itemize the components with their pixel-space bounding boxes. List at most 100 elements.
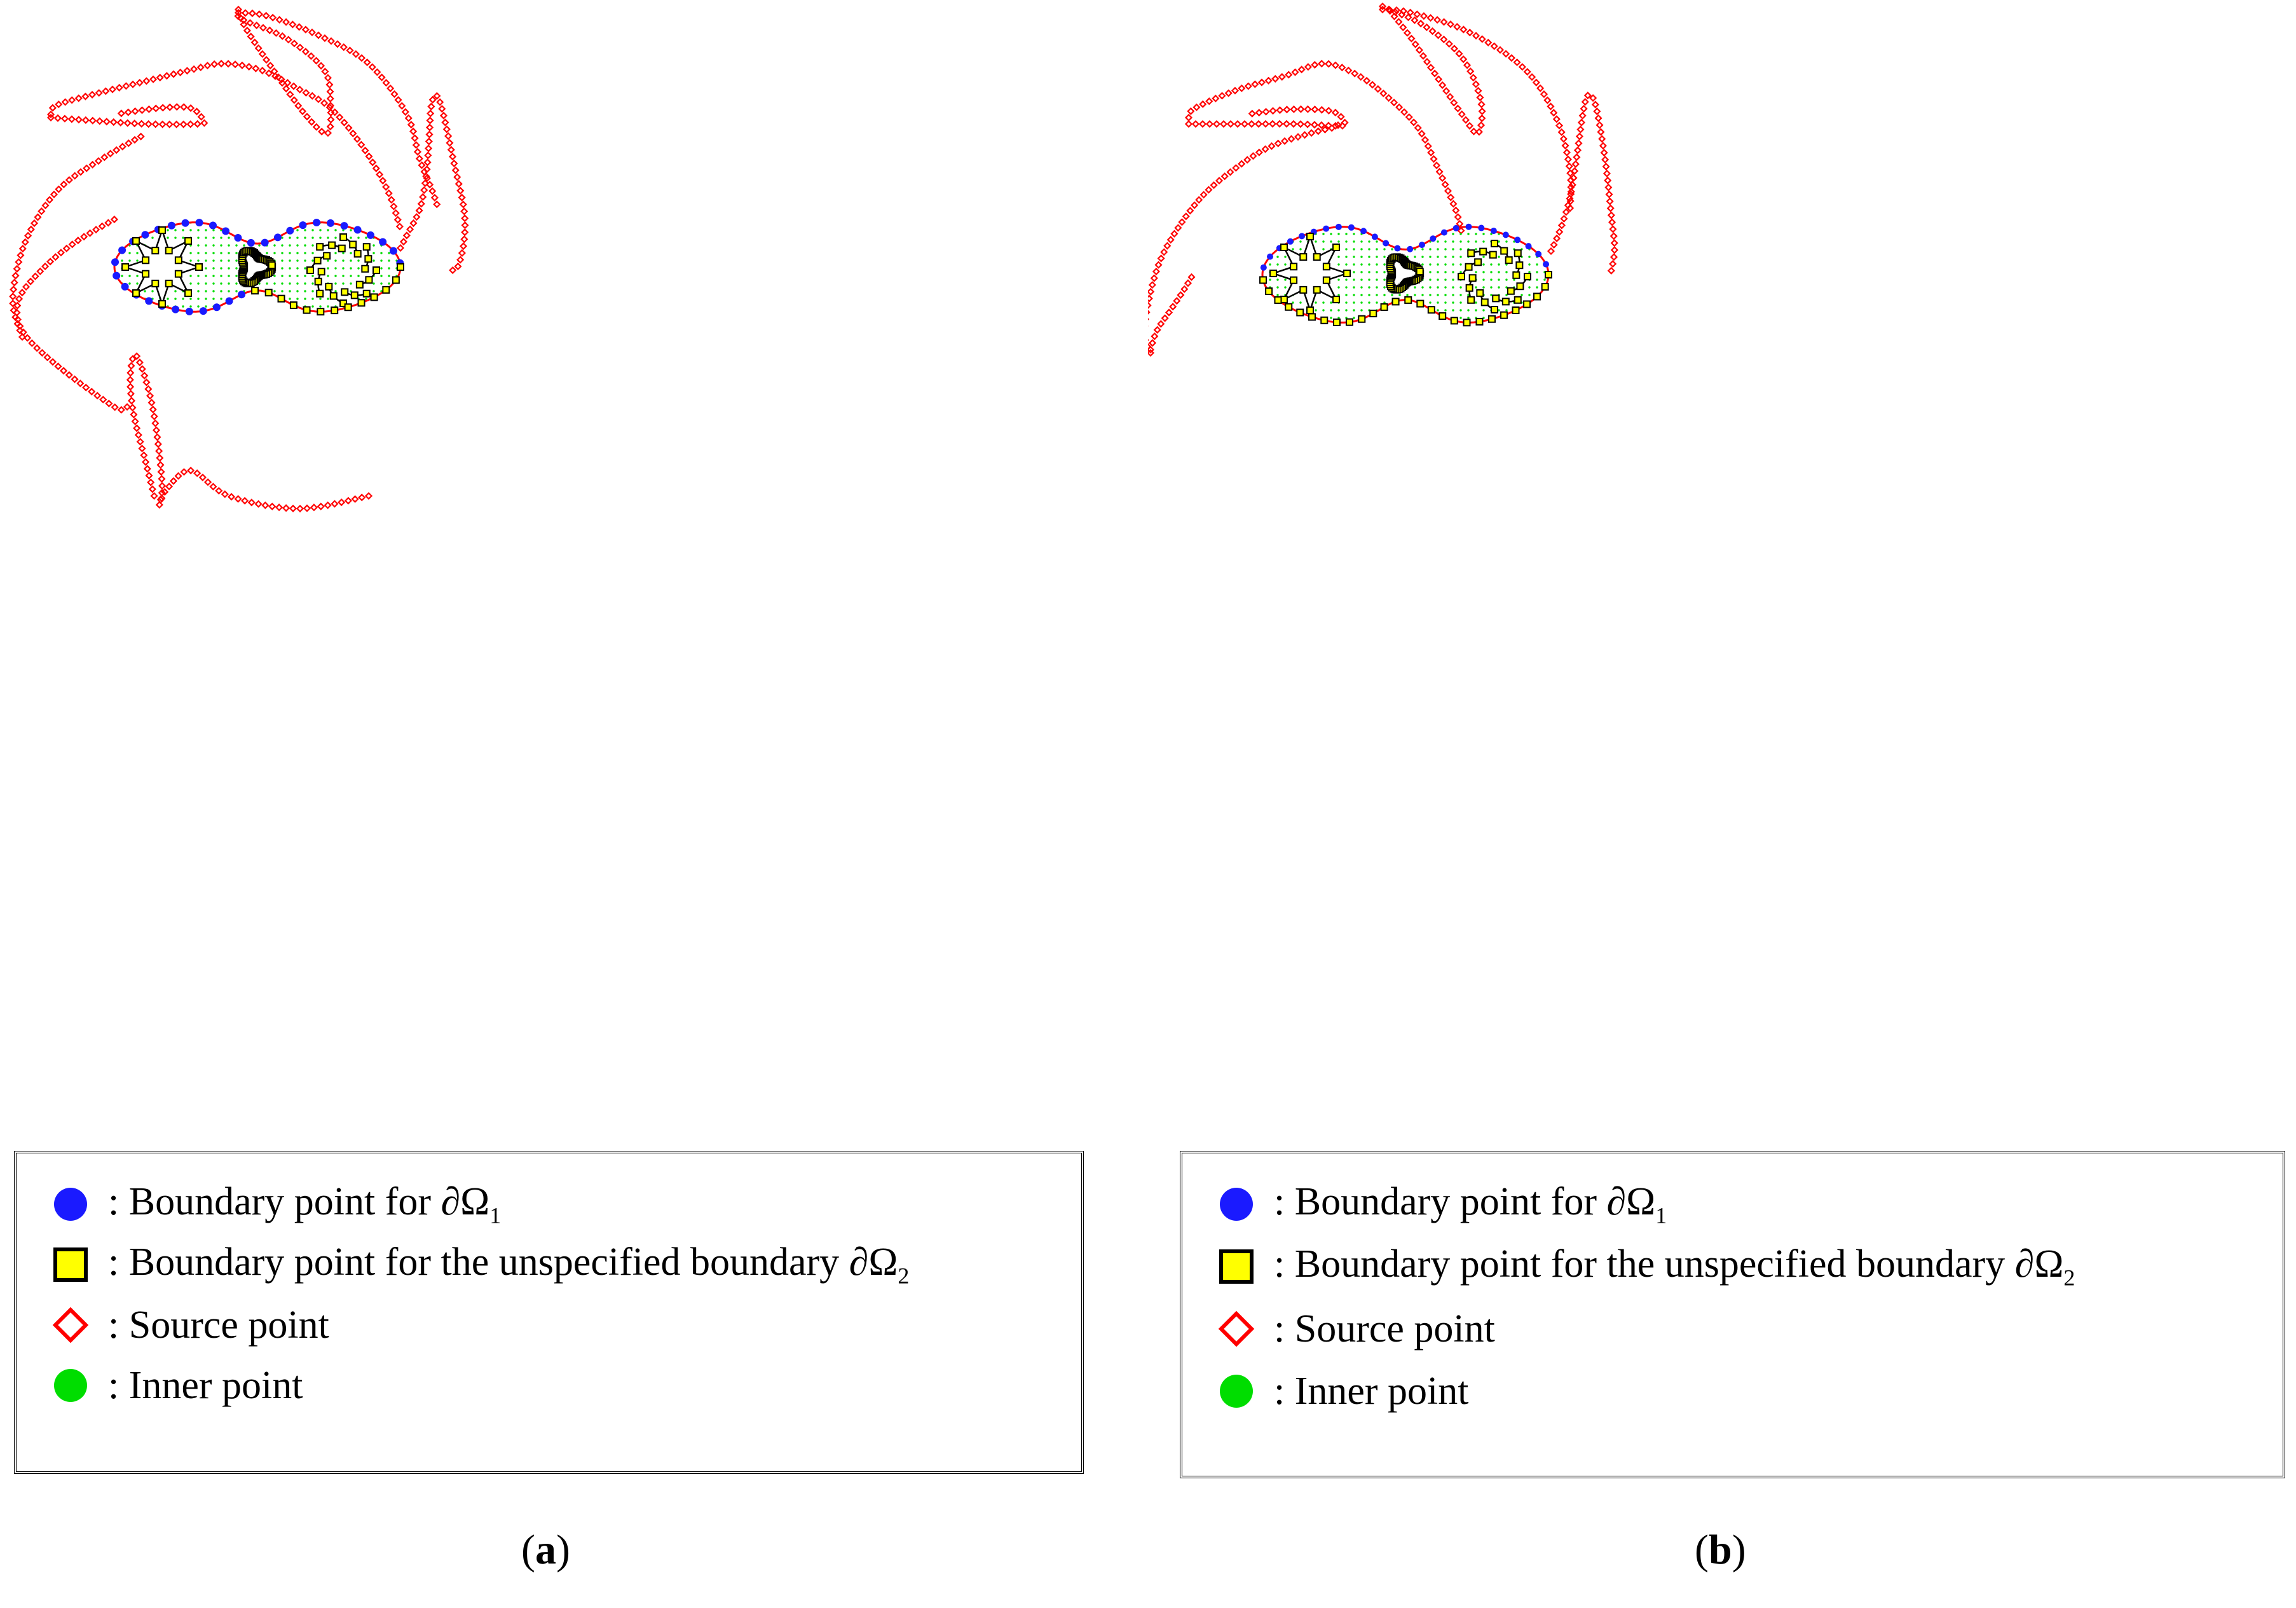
inner-point <box>281 267 284 270</box>
inner-point <box>1421 294 1424 296</box>
source-point <box>1553 234 1561 243</box>
source-point <box>1404 13 1412 22</box>
source-point <box>303 504 311 512</box>
inner-point <box>304 267 306 270</box>
inner-point <box>1276 256 1279 258</box>
source-point <box>1562 148 1571 156</box>
inner-point <box>273 290 276 292</box>
source-point <box>1395 18 1403 26</box>
inner-point <box>304 229 306 231</box>
source-point <box>45 196 54 204</box>
source-point <box>136 437 144 446</box>
source-point <box>1458 110 1466 118</box>
source-point <box>1148 348 1155 357</box>
inner-point <box>1262 226 1264 228</box>
inner-point <box>388 298 390 300</box>
boundary-point-2 <box>1332 296 1341 304</box>
source-point <box>111 403 119 411</box>
source-point <box>1571 167 1579 175</box>
inner-point <box>189 282 192 285</box>
source-point <box>165 120 174 128</box>
source-point <box>1374 85 1382 93</box>
source-point <box>1578 111 1587 120</box>
source-point <box>1148 281 1156 289</box>
source-point <box>92 226 100 234</box>
source-point <box>1301 131 1309 139</box>
inner-point <box>1406 324 1408 326</box>
source-point <box>1226 168 1234 176</box>
source-point <box>1442 87 1451 95</box>
inner-point <box>1376 324 1377 326</box>
source-point <box>458 249 466 258</box>
boundary-point-1 <box>340 222 348 230</box>
source-point <box>261 501 270 509</box>
source-point <box>395 223 404 231</box>
boundary-point-1 <box>225 297 233 305</box>
inner-point <box>1437 309 1439 312</box>
source-point <box>1445 39 1453 48</box>
inner-point <box>388 229 390 231</box>
boundary-point-2 <box>1492 294 1500 303</box>
inner-point <box>1528 240 1531 243</box>
inner-point <box>1315 309 1317 312</box>
source-point <box>318 127 326 135</box>
source-point <box>95 89 103 97</box>
inner-point <box>311 313 313 315</box>
inner-point <box>273 214 275 216</box>
source-point <box>1438 81 1447 89</box>
source-point <box>1434 31 1442 39</box>
inner-point <box>304 244 306 247</box>
inner-point <box>1345 278 1348 281</box>
source-point <box>1466 29 1474 37</box>
inner-point <box>1353 294 1355 296</box>
source-point <box>385 189 393 198</box>
inner-point <box>1269 278 1271 281</box>
inner-point <box>121 229 123 231</box>
source-point <box>454 180 463 188</box>
source-point <box>1255 148 1263 156</box>
source-point <box>34 213 42 221</box>
source-point <box>18 289 26 297</box>
source-point <box>303 113 311 121</box>
inner-point <box>205 244 207 247</box>
source-point <box>146 392 154 400</box>
source-point <box>1268 120 1277 128</box>
inner-point <box>1262 256 1264 258</box>
source-point <box>1599 142 1607 150</box>
boundary-point-2 <box>1500 247 1508 255</box>
source-point <box>151 419 160 427</box>
inner-point <box>327 237 329 239</box>
inner-point <box>1444 263 1447 266</box>
inner-point <box>1429 256 1432 258</box>
boundary-point-1 <box>111 258 120 266</box>
source-point <box>1459 25 1468 34</box>
inner-point <box>1269 301 1271 304</box>
inner-point <box>205 298 207 300</box>
inner-point <box>1398 317 1401 319</box>
source-point <box>11 271 20 280</box>
boundary-point-1 <box>222 227 230 235</box>
source-point <box>1424 142 1432 150</box>
boundary-point-2 <box>121 263 129 271</box>
inner-point <box>266 282 268 285</box>
inner-point <box>1444 278 1447 281</box>
source-point <box>68 240 76 249</box>
source-point <box>130 120 139 128</box>
inner-point <box>197 290 200 292</box>
inner-point <box>350 275 352 277</box>
inner-point <box>1437 324 1438 326</box>
inner-point <box>1452 240 1454 243</box>
inner-point <box>281 244 284 247</box>
inner-point <box>1276 233 1279 235</box>
source-point <box>154 440 162 448</box>
boundary-point-1 <box>247 238 255 247</box>
inner-point <box>1360 301 1363 304</box>
boundary-point-2 <box>325 282 333 291</box>
inner-point <box>1330 309 1332 312</box>
boundary-point-2 <box>1474 258 1482 266</box>
inner-point <box>1452 309 1454 312</box>
inner-point <box>304 252 306 254</box>
inner-point <box>1315 226 1317 228</box>
inner-point <box>136 313 138 315</box>
inner-point <box>1498 324 1500 326</box>
